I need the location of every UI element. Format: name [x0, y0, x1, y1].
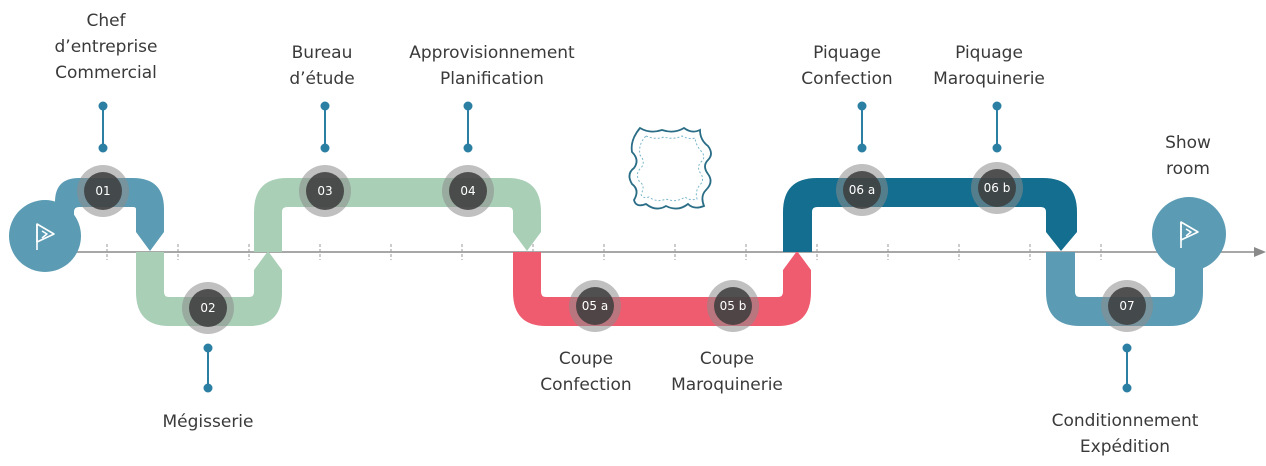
step-label-03: Bureau d’étude: [289, 43, 355, 89]
step-number: 07: [1119, 299, 1134, 313]
step-number: 02: [200, 301, 215, 315]
flag-icon: [1180, 221, 1199, 248]
segment-03-04: [254, 178, 541, 252]
step-node-03: 03: [299, 165, 351, 217]
step-number: 04: [460, 184, 475, 198]
step-label-06b: Piquage Maroquinerie: [933, 43, 1045, 89]
pin-dot: [463, 101, 473, 111]
step-node-02: 02: [182, 282, 234, 334]
segment-02: [136, 251, 282, 326]
segment-05: [513, 251, 811, 326]
pin-dot: [1122, 343, 1132, 353]
segment-07: [1046, 252, 1203, 326]
step-node-05a: 05 a: [569, 280, 621, 332]
node-core: [576, 287, 614, 325]
node-core: [306, 172, 344, 210]
step-label-05a: Coupe Confection: [540, 349, 632, 395]
pin-dot: [203, 383, 213, 393]
pin-dot: [992, 143, 1002, 153]
step-label-06a: Piquage Confection: [801, 43, 893, 89]
step-node-01: 01: [77, 165, 129, 217]
node-core: [843, 171, 881, 209]
node-core: [189, 289, 227, 327]
step-number: 01: [95, 184, 110, 198]
node-core: [1108, 287, 1146, 325]
step-number: 03: [317, 184, 332, 198]
step-number: 05 a: [582, 299, 608, 313]
timeline-ticks: [106, 244, 1102, 260]
pin-dot: [857, 143, 867, 153]
step-label-01: Chef d’entreprise Commercial: [54, 11, 158, 83]
end-label: Show room: [1165, 133, 1211, 179]
pin-dot: [857, 101, 867, 111]
step-node-06a: 06 a: [836, 164, 888, 216]
pin-dot: [320, 143, 330, 153]
node-core: [978, 169, 1016, 207]
pin-dot: [320, 101, 330, 111]
pin-dot: [98, 101, 108, 111]
step-number: 06 b: [984, 181, 1011, 195]
step-label-05b: Coupe Maroquinerie: [671, 349, 783, 395]
node-core: [714, 287, 752, 325]
pin-dot: [98, 143, 108, 153]
node-core: [84, 172, 122, 210]
timeline-arrowhead: [1254, 247, 1266, 257]
segment-06: [783, 178, 1077, 252]
pin-dot: [1122, 383, 1132, 393]
step-node-05b: 05 b: [707, 280, 759, 332]
pin-dot: [203, 343, 213, 353]
pin-dot: [992, 101, 1002, 111]
node-core: [449, 172, 487, 210]
step-number: 05 b: [720, 299, 747, 313]
step-label-07: Conditionnement Expédition: [1051, 411, 1199, 457]
step-label-02: Mégisserie: [162, 412, 254, 432]
step-number: 06 a: [849, 183, 875, 197]
pin-dot: [463, 143, 473, 153]
step-node-07: 07: [1101, 280, 1153, 332]
flag-icon: [36, 223, 55, 250]
step-nodes: 01 02 03 04 05 a 05 b 06 a 06 b 07: [77, 162, 1153, 334]
step-node-06b: 06 b: [971, 162, 1023, 214]
leather-hide-icon: [628, 126, 712, 210]
step-label-04: Approvisionnement Planification: [409, 43, 575, 89]
step-node-04: 04: [442, 165, 494, 217]
step-pins: [98, 101, 1132, 393]
